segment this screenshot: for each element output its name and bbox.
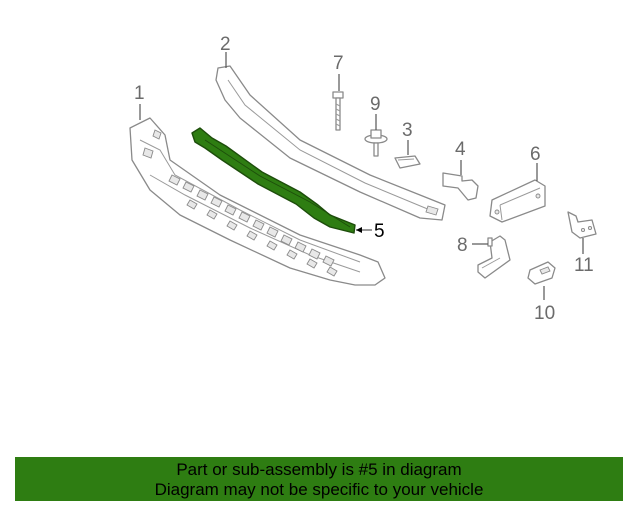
part-3-clip[interactable] [394,155,421,169]
callout-4[interactable]: 4 [455,139,466,160]
part-8-pin-bracket[interactable] [477,235,511,279]
callout-5[interactable]: 5 [374,221,385,242]
leader-5-arrowhead [356,227,362,233]
part-10-cap[interactable] [527,261,556,285]
part-5-bracket[interactable] [191,127,356,234]
info-banner: Part or sub-assembly is #5 in diagram Di… [15,457,623,501]
part-11-small-bracket[interactable] [567,211,597,239]
callout-6[interactable]: 6 [530,144,541,165]
part-1-energy-absorber[interactable] [129,117,386,286]
part-6-mounting-bracket[interactable] [489,179,546,223]
callout-8[interactable]: 8 [457,235,468,256]
banner-line-2: Diagram may not be specific to your vehi… [154,480,484,499]
part-9-screw[interactable] [364,129,388,157]
part-2-reinforcement-bar[interactable] [215,65,446,221]
callout-11[interactable]: 11 [574,255,594,276]
banner-line-1: Part or sub-assembly is #5 in diagram [176,460,462,479]
parts-diagram: 1 2 5 7 9 3 4 [129,34,597,324]
callout-3[interactable]: 3 [402,120,413,141]
callout-2[interactable]: 2 [220,34,231,55]
callout-10[interactable]: 10 [534,303,555,324]
callout-9[interactable]: 9 [370,94,381,115]
callout-7[interactable]: 7 [333,53,344,74]
part-4-bracket[interactable] [442,172,479,201]
absorber-cells [142,129,338,277]
part-7-bolt[interactable] [332,91,344,131]
callout-1[interactable]: 1 [134,83,145,104]
